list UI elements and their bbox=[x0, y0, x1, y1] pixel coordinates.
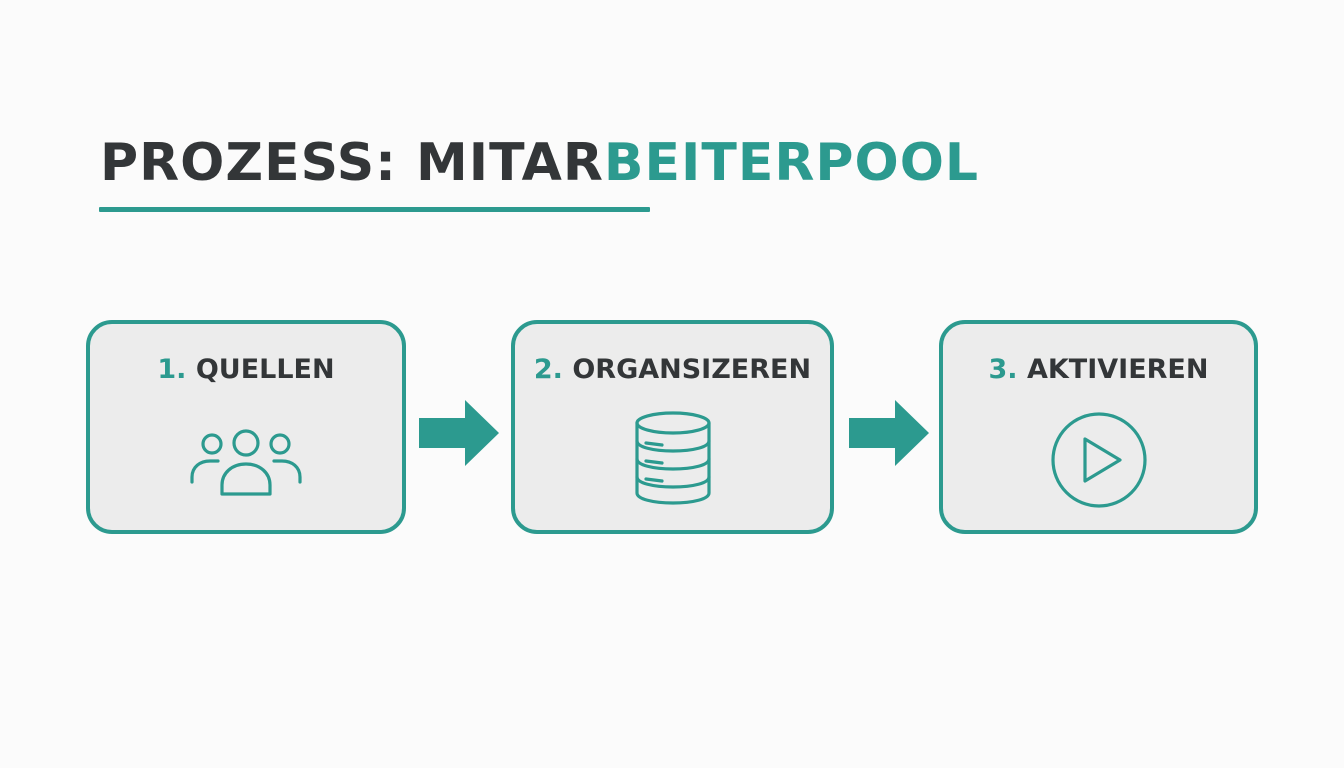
title-underline bbox=[99, 207, 650, 212]
title-part-accent: BEITERPOOL bbox=[603, 133, 980, 193]
step-number: 2. bbox=[533, 354, 563, 385]
step-organsizeren: 2. ORGANSIZEREN bbox=[511, 320, 834, 534]
play-circle-icon bbox=[1050, 412, 1147, 508]
step-name: ORGANSIZEREN bbox=[572, 354, 812, 385]
step-quellen: 1. QUELLEN bbox=[86, 320, 406, 534]
step-name: QUELLEN bbox=[195, 354, 335, 385]
arrow-right-icon bbox=[849, 400, 929, 466]
step-label: 3. AKTIVIEREN bbox=[943, 354, 1254, 386]
people-group-icon bbox=[190, 429, 302, 496]
database-icon bbox=[634, 411, 711, 505]
step-label: 2. ORGANSIZEREN bbox=[515, 354, 830, 386]
step-aktivieren: 3. AKTIVIEREN bbox=[939, 320, 1258, 534]
arrow-right-icon bbox=[419, 400, 499, 466]
step-label: 1. QUELLEN bbox=[90, 354, 402, 386]
step-number: 1. bbox=[157, 354, 187, 385]
step-number: 3. bbox=[988, 354, 1018, 385]
title-part-dark: PROZESS: MITAR bbox=[100, 133, 604, 193]
page-title: PROZESS: MITARBEITERPOOL bbox=[100, 133, 980, 193]
step-name: AKTIVIEREN bbox=[1026, 354, 1209, 385]
